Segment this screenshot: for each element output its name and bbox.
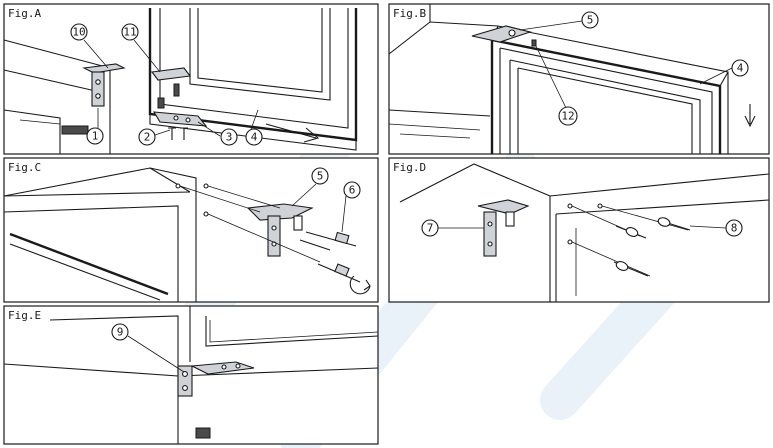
- callout-label: 5: [317, 170, 324, 183]
- figure-b-callout-12: 12: [558, 106, 578, 126]
- callout-label: 12: [561, 110, 574, 123]
- callout-label: 6: [349, 184, 356, 197]
- figure-d: Fig.D: [388, 157, 770, 303]
- figure-b: Fig.B: [388, 3, 770, 155]
- callout-label: 2: [144, 131, 151, 144]
- callout-label: 8: [731, 222, 738, 235]
- figure-d-callout-7: 7: [421, 219, 439, 237]
- figure-a-callout-2: 2: [138, 128, 156, 146]
- figure-e: Fig.E: [3, 305, 379, 445]
- callout-label: 5: [587, 14, 594, 27]
- figure-b-frame: [388, 3, 770, 155]
- figure-b-callout-4: 4: [731, 59, 749, 77]
- figure-a-callout-1: 1: [86, 127, 104, 145]
- figure-b-callout-5: 5: [581, 11, 599, 29]
- callout-label: 9: [117, 326, 124, 339]
- figure-c-callout-6: 6: [343, 181, 361, 199]
- figure-a-callout-10: 10: [70, 23, 88, 41]
- figure-a-callout-11: 11: [121, 23, 139, 41]
- figure-e-label: Fig.E: [8, 309, 41, 322]
- callout-label: 11: [123, 26, 136, 39]
- callout-label: 4: [251, 131, 258, 144]
- callout-label: 1: [92, 130, 99, 143]
- figure-d-frame: [388, 157, 770, 303]
- figure-a-callout-4: 4: [245, 128, 263, 146]
- figure-b-label: Fig.B: [393, 7, 426, 20]
- figure-c-label: Fig.C: [8, 161, 41, 174]
- figure-d-label: Fig.D: [393, 161, 426, 174]
- callout-label: 3: [226, 131, 233, 144]
- callout-label: 4: [737, 62, 744, 75]
- figure-a-callout-3: 3: [220, 128, 238, 146]
- figure-a: Fig.A: [3, 3, 379, 155]
- callout-label: 10: [72, 26, 85, 39]
- figure-c-callout-5: 5: [311, 167, 329, 185]
- figure-a-label: Fig.A: [8, 7, 41, 20]
- figure-e-callout-9: 9: [111, 323, 129, 341]
- figure-d-callout-8: 8: [725, 219, 743, 237]
- callout-label: 7: [427, 222, 434, 235]
